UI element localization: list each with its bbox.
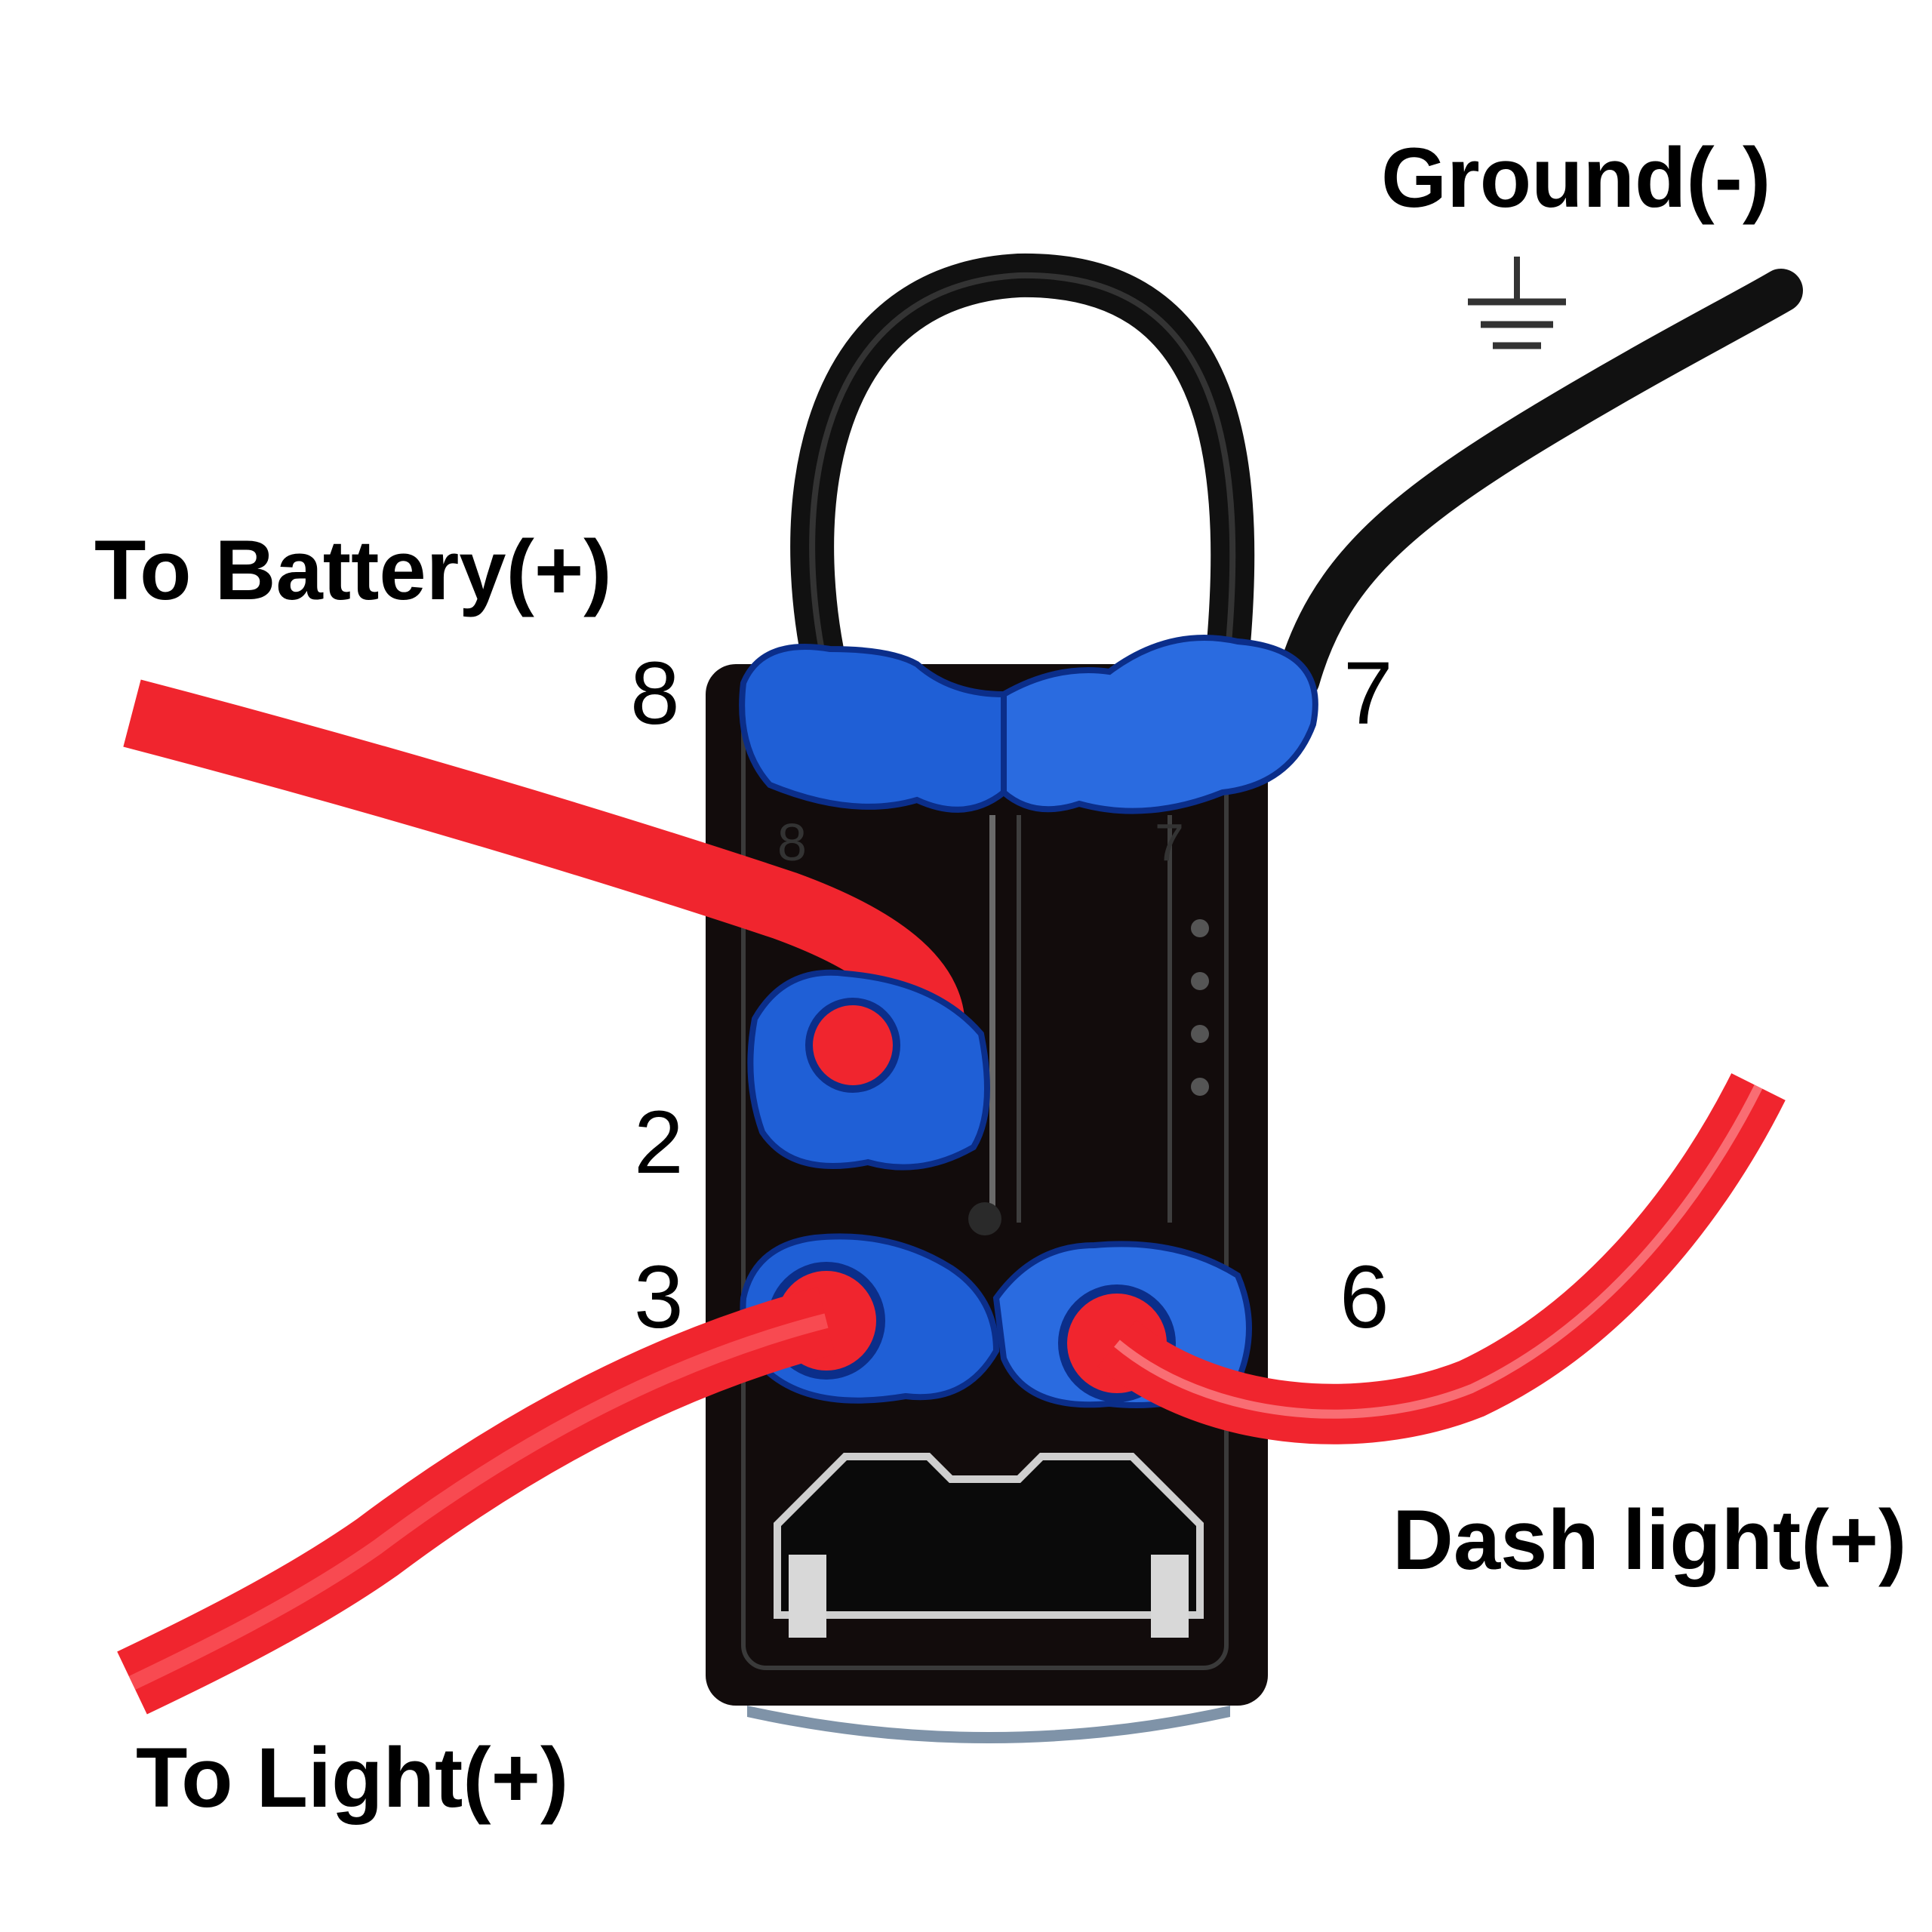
pin-6-label: 6: [1340, 1247, 1389, 1347]
red-battery-wire: [123, 679, 965, 1051]
dash-light-label: Dash light(+): [1392, 1493, 1907, 1587]
ground-label: Ground(-): [1381, 131, 1771, 225]
pin-2-label: 2: [634, 1093, 684, 1192]
svg-text:7: 7: [1155, 813, 1184, 872]
battery-label: To Battery(+): [94, 523, 612, 617]
black-ground-wire: [1276, 269, 1803, 701]
ground-icon: [1468, 257, 1566, 349]
connector-pin-8: [739, 644, 1007, 813]
connector-pin-2: [747, 969, 990, 1171]
pin-8-label: 8: [630, 644, 680, 743]
rocker-switch-body: 8 7: [706, 664, 1268, 1743]
svg-text:8: 8: [777, 813, 807, 872]
connector-pin-7: [1001, 635, 1318, 814]
pin-3-label: 3: [634, 1247, 684, 1347]
light-label: To Light(+): [136, 1730, 569, 1825]
pin-7-label: 7: [1343, 644, 1393, 743]
